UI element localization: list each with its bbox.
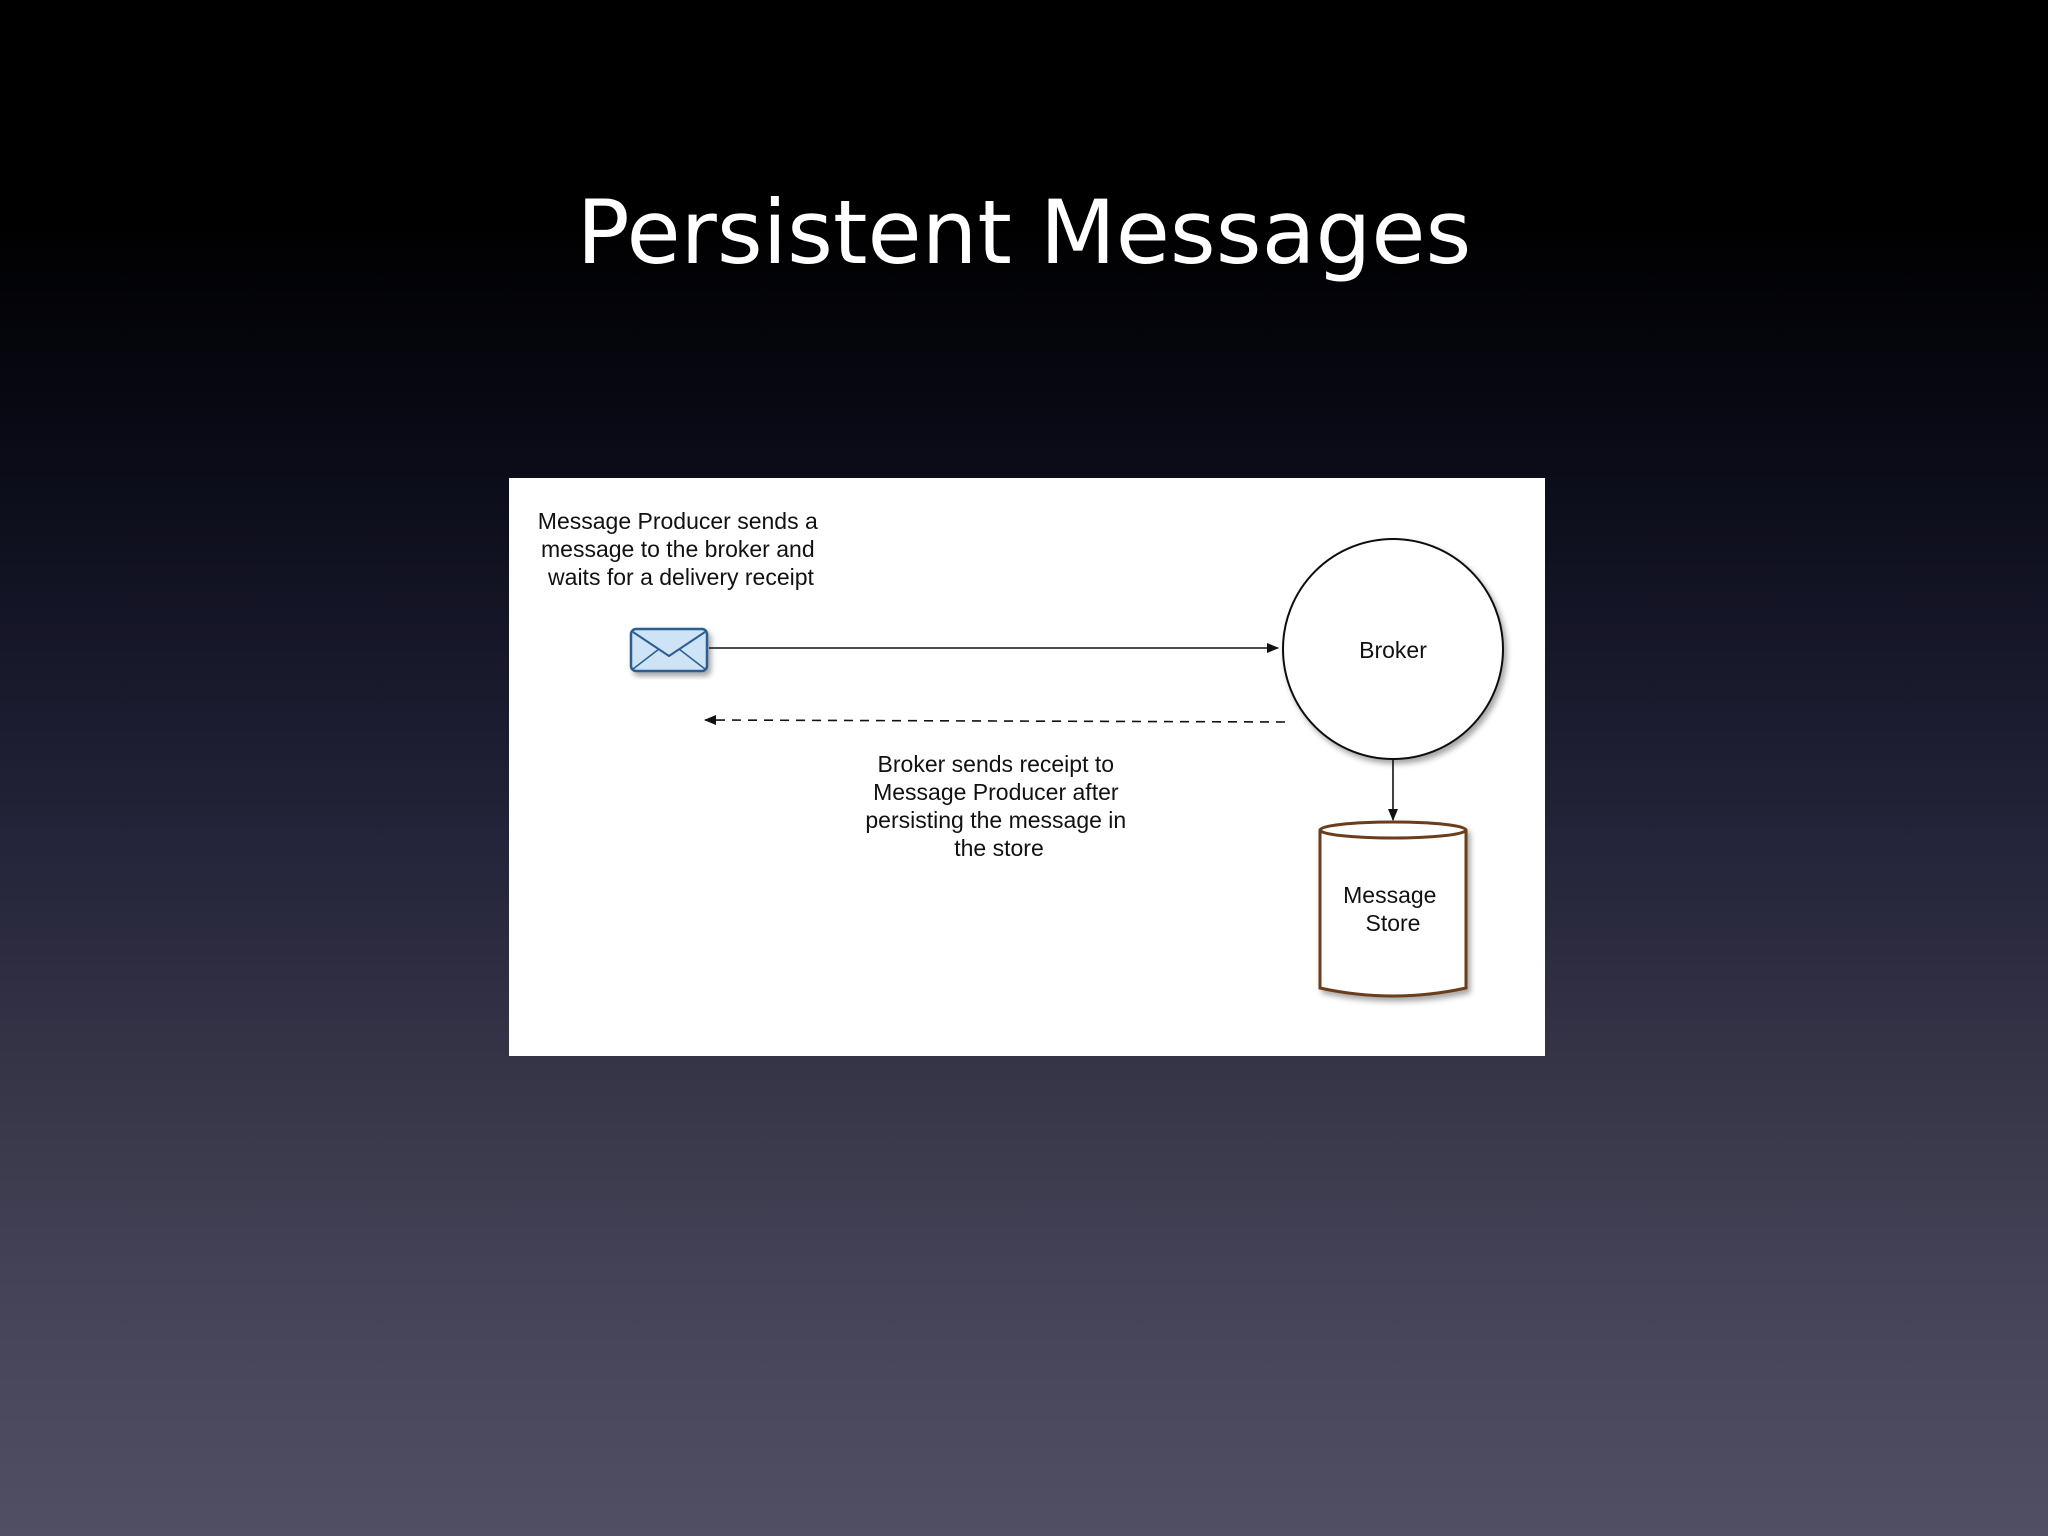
slide-title: Persistent Messages [576, 181, 1472, 284]
message-flow-diagram: Message Producer sends a message to the … [538, 508, 1504, 998]
producer-note-line: waits for a delivery receipt [547, 564, 814, 590]
producer-note-line: message to the broker and [541, 536, 815, 562]
receipt-arrow [704, 715, 1286, 726]
broker-node [1282, 538, 1504, 760]
producer-note: Message Producer sends a message to the … [538, 508, 824, 590]
producer-note-line: Message Producer sends a [538, 508, 818, 534]
diagram-panel: Message Producer sends a message to the … [509, 478, 1545, 1056]
receipt-note: Broker sends receipt to Message Producer… [865, 751, 1132, 861]
broker-label: Broker [1359, 637, 1427, 663]
receipt-note-line: the store [954, 835, 1044, 861]
message-store-node [1318, 820, 1468, 998]
message-store-label-line: Message [1343, 882, 1436, 908]
receipt-note-line: Message Producer after [873, 779, 1119, 805]
message-store-label-line: Store [1366, 910, 1421, 936]
envelope-icon [629, 627, 709, 673]
receipt-note-line: Broker sends receipt to [878, 751, 1115, 777]
message-store-label: Message Store [1343, 882, 1443, 936]
receipt-note-line: persisting the message in [865, 807, 1126, 833]
